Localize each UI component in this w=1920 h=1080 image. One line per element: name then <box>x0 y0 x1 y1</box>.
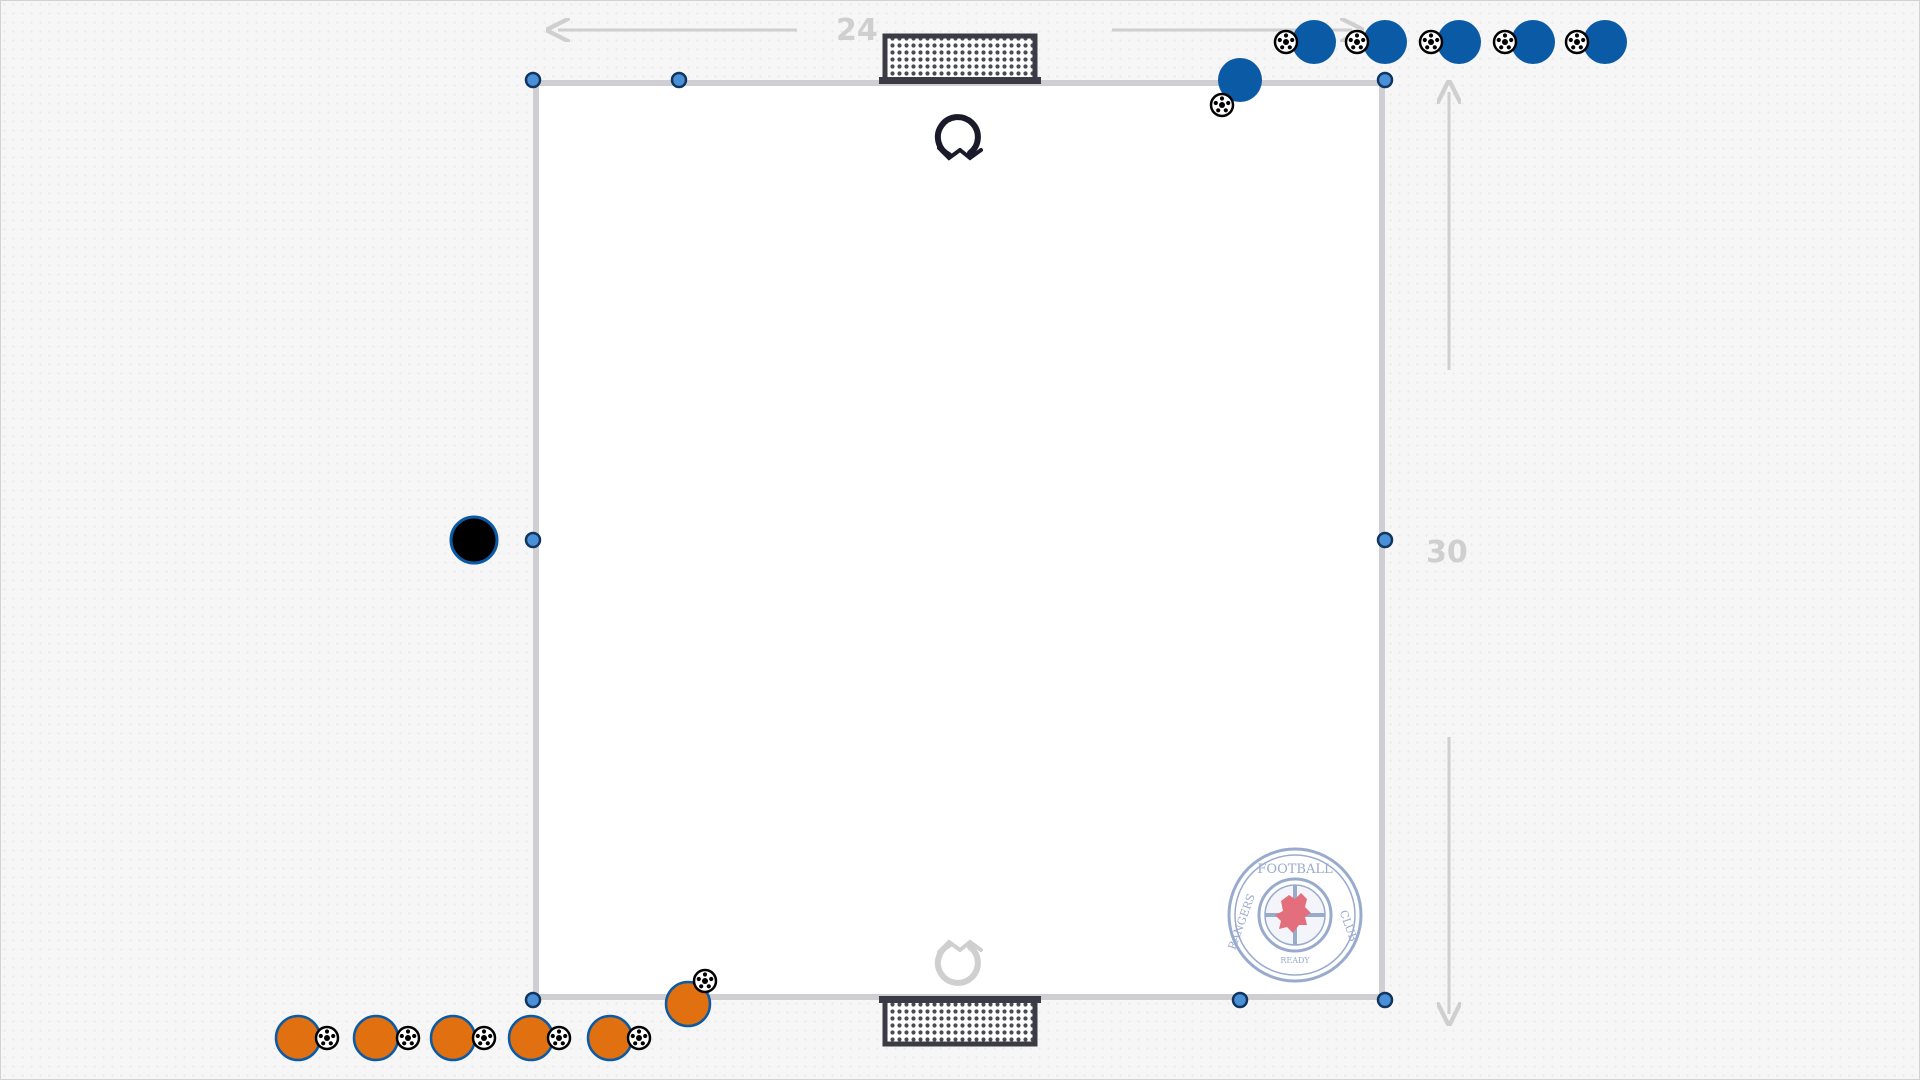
orange-team <box>274 968 718 1062</box>
rotation-icon-bottom <box>934 939 983 986</box>
cone-mid-right <box>1376 531 1394 549</box>
orange-queue-player <box>274 1014 340 1062</box>
ball-icon <box>1344 29 1370 55</box>
blue-queue-player <box>1273 20 1336 64</box>
orange-queue-player <box>586 1014 652 1062</box>
cone-markers <box>524 71 1394 1009</box>
cone-bottom-right-gate <box>1231 991 1249 1009</box>
orange-queue-player <box>507 1014 572 1062</box>
orange-queue-player <box>429 1014 497 1062</box>
orange-player-on-pitch <box>664 968 718 1028</box>
ball-icon <box>314 1025 340 1051</box>
ball-icon <box>1273 29 1299 55</box>
cone-top-left <box>524 71 542 89</box>
blue-queue-player <box>1418 20 1481 64</box>
club-crest-logo: FOOTBALL RANGERS CLUB READY <box>1226 847 1363 983</box>
ball-icon <box>692 968 718 994</box>
blue-queue-player <box>1492 20 1555 64</box>
goal-top <box>879 33 1041 84</box>
ball-icon <box>626 1025 652 1051</box>
ball-icon <box>395 1025 421 1051</box>
orange-queue-player <box>352 1014 421 1062</box>
width-dimension-label: 24 <box>836 13 878 48</box>
crest-top-text: FOOTBALL <box>1257 862 1333 877</box>
blue-team <box>1209 20 1627 118</box>
cone-mid-left <box>524 531 542 549</box>
ball-icon <box>1209 92 1235 118</box>
blue-queue-player <box>1564 20 1627 64</box>
ball-icon <box>1418 29 1444 55</box>
rotation-icon-top <box>934 114 983 161</box>
ball-icon <box>471 1025 497 1051</box>
goal-bottom <box>879 996 1041 1047</box>
cone-top-right <box>1376 71 1394 89</box>
length-dimension-label: 30 <box>1426 535 1468 570</box>
crest-bottom-text: READY <box>1280 956 1310 965</box>
ball-icon <box>546 1025 572 1051</box>
cone-bottom-right <box>1376 991 1394 1009</box>
cone-bottom-left <box>524 991 542 1009</box>
cone-top-left-gate <box>670 71 688 89</box>
ball-icon <box>1492 29 1518 55</box>
neutral-player <box>449 515 499 565</box>
blue-queue-player <box>1344 20 1407 64</box>
blue-player-on-pitch <box>1209 58 1262 118</box>
ball-icon <box>1564 29 1590 55</box>
